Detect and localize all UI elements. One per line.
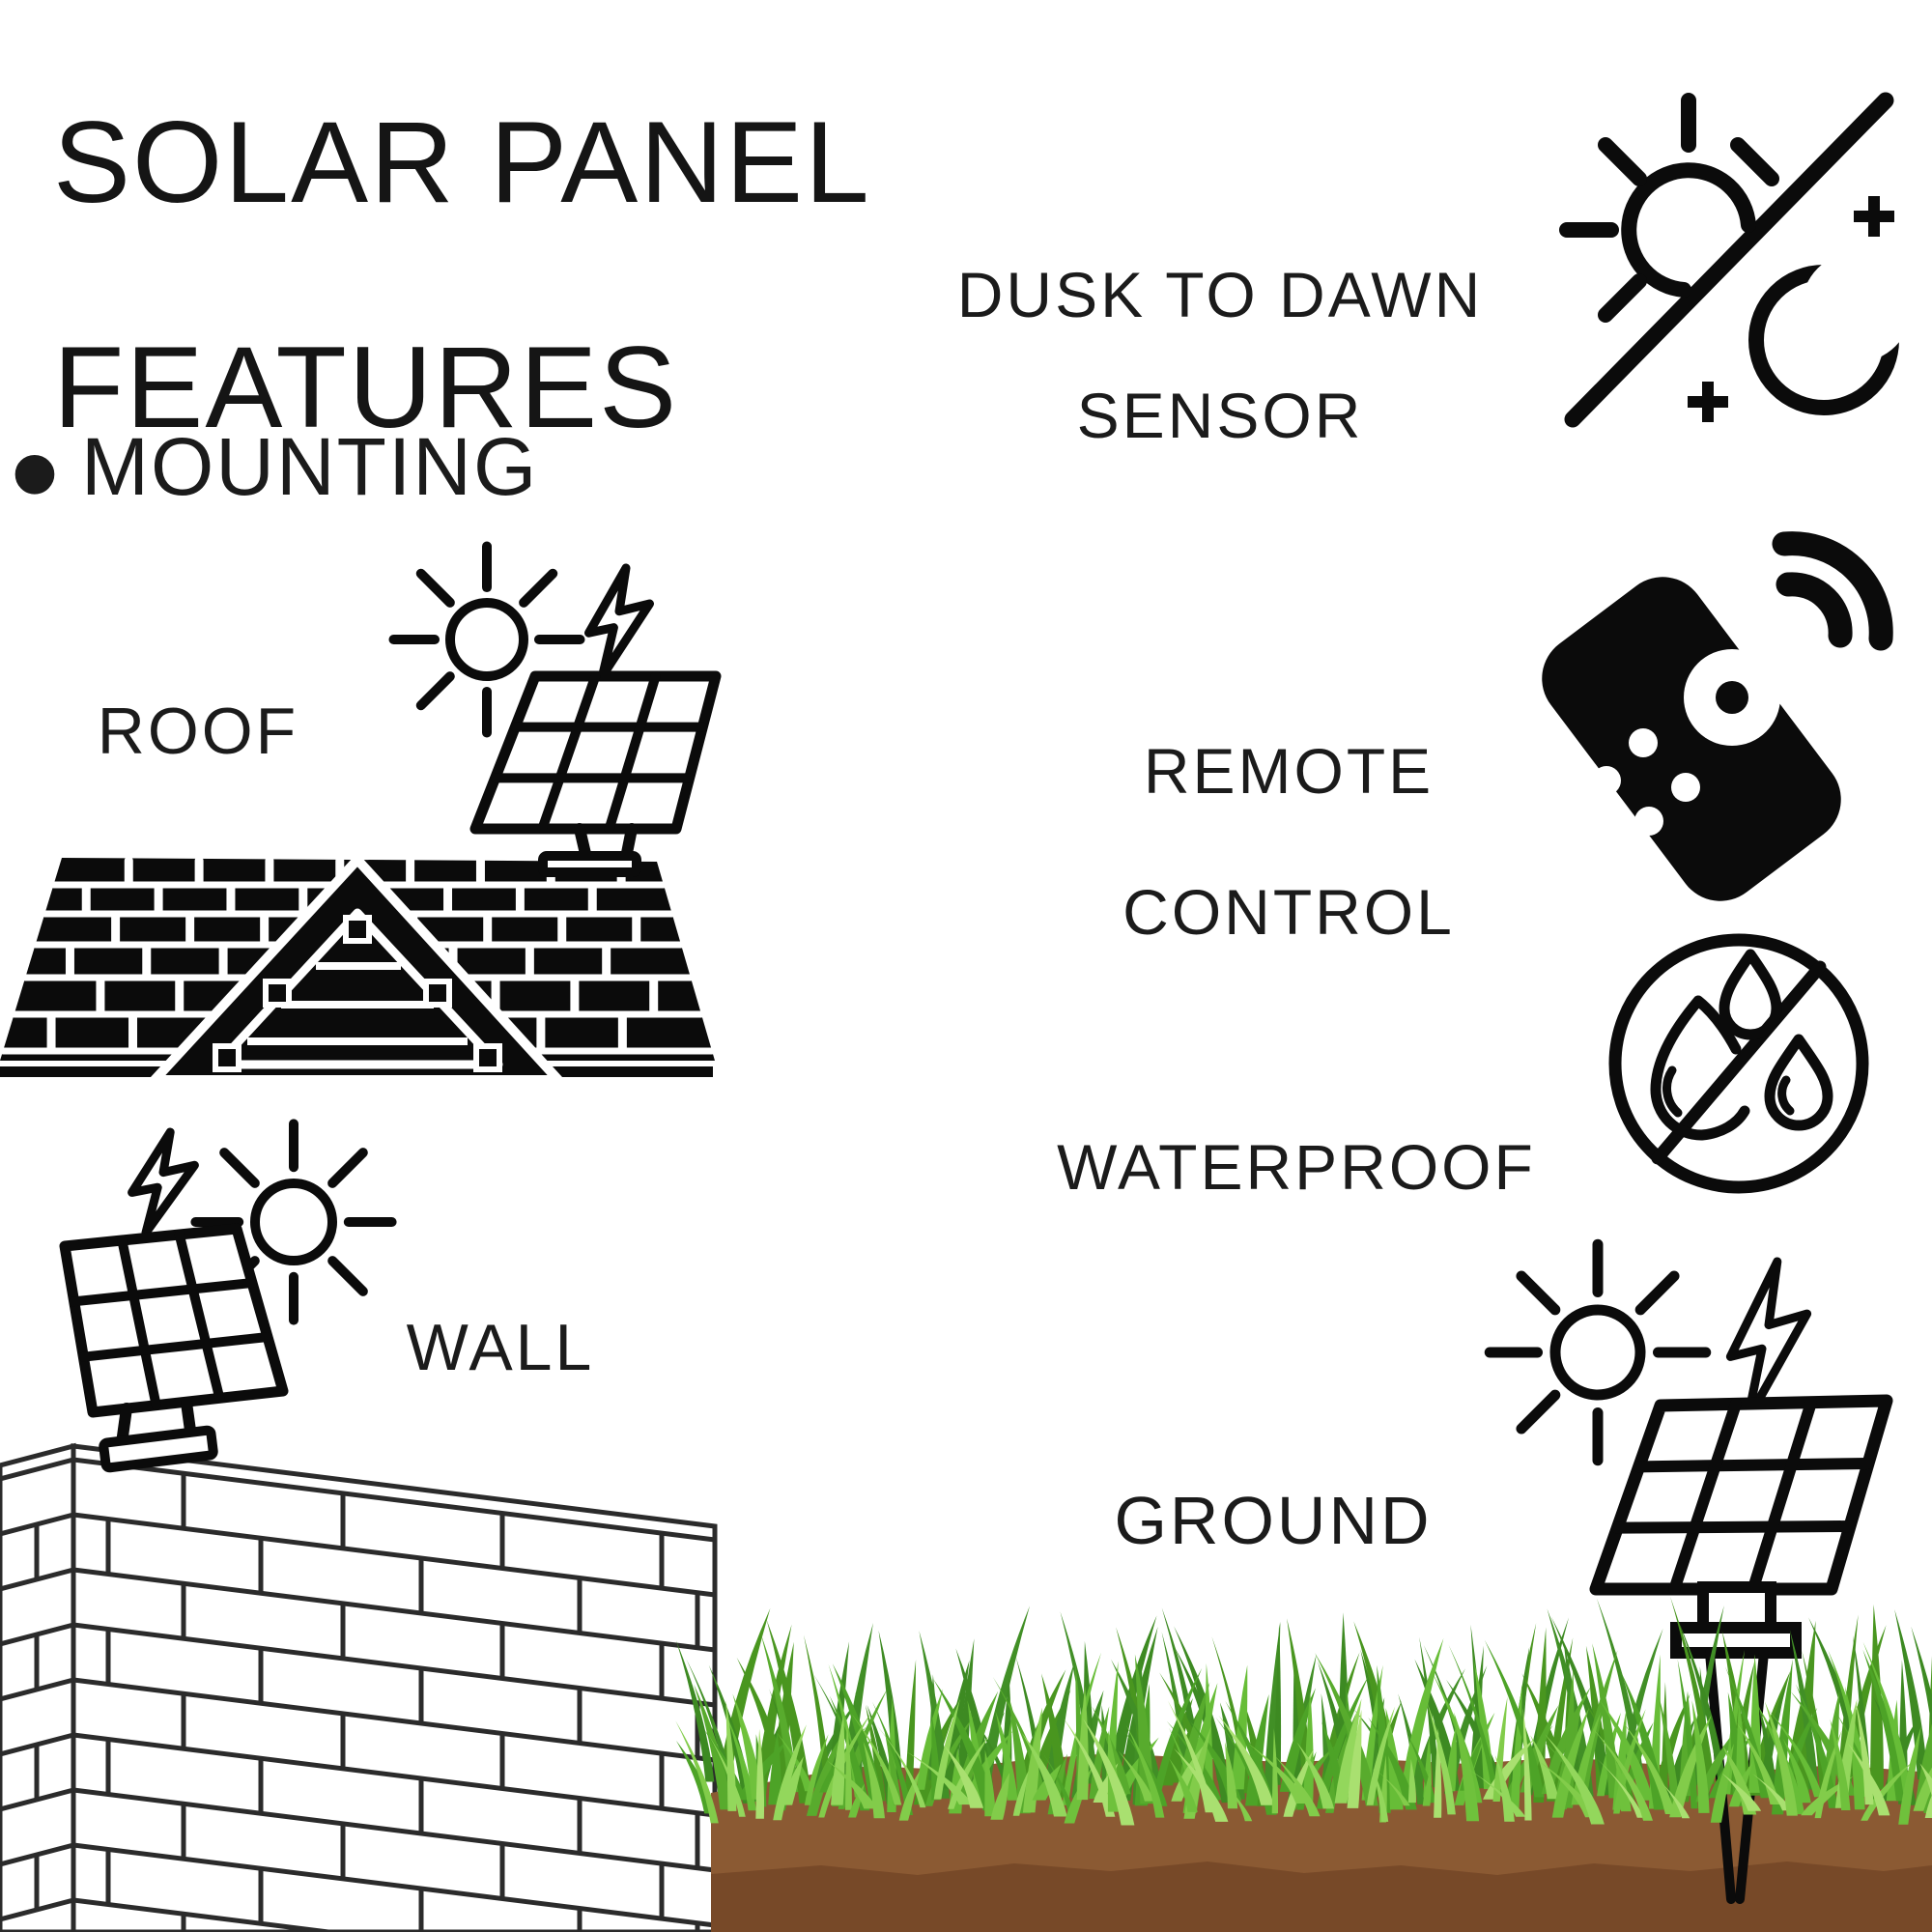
solar-panel-stand (538, 823, 641, 877)
mounting-heading: MOUNTING (81, 421, 539, 512)
title-line-2: FEATURES (53, 323, 679, 452)
solar-panel-stand (99, 1397, 218, 1473)
wall-label: WALL (406, 1311, 595, 1384)
page-title: SOLAR PANEL FEATURES (53, 104, 871, 445)
solar-panel-icon (59, 1223, 289, 1418)
remote-control-label: REMOTE CONTROL (1122, 735, 1455, 948)
sun-icon (1484, 1238, 1712, 1466)
roof-label: ROOF (97, 695, 299, 768)
sparkle-plus-icon (1854, 196, 1894, 237)
ground-label: GROUND (1114, 1483, 1433, 1558)
title-line-1: SOLAR PANEL (53, 98, 871, 227)
solar-panel-icon (469, 670, 722, 835)
roof-dormer (150, 855, 563, 1085)
lightning-bolt-icon (1725, 1257, 1812, 1425)
wall-illustration (0, 1442, 718, 1932)
dusk-to-dawn-sensor-label: DUSK TO DAWN SENSOR (956, 259, 1484, 451)
sparkle-plus-icon (1688, 382, 1728, 422)
lightning-bolt-icon (128, 1127, 199, 1237)
no-water-drops-icon (1608, 933, 1869, 1194)
wall-bricks (0, 1473, 716, 1932)
moon-icon (1748, 265, 1899, 415)
roof-illustration (0, 855, 716, 1085)
sun-slash-moon-icon (1559, 92, 1899, 428)
sun-icon (388, 541, 585, 738)
remote-control-icon (1542, 531, 1893, 901)
solar-panel-icon (1589, 1394, 1893, 1596)
grass (675, 1596, 1932, 1826)
waterproof-label: WATERPROOF (1057, 1131, 1536, 1203)
lightning-bolt-icon (584, 563, 654, 681)
